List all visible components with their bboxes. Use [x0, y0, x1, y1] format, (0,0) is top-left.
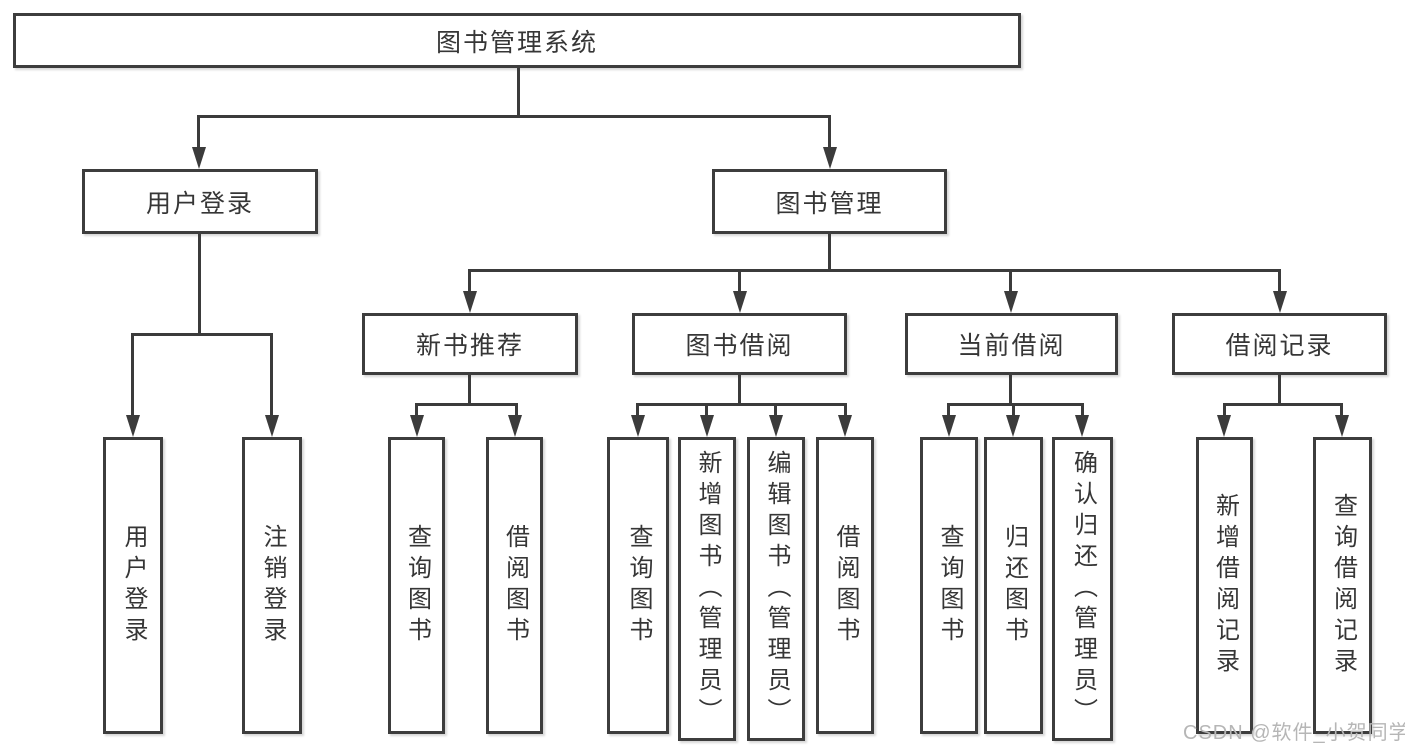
csdn-watermark: CSDN @软件_小贺同学 [1183, 722, 1405, 744]
connector-bookmgmt-drop2 [738, 269, 741, 293]
connector-current-stem [1009, 375, 1012, 406]
node-root-label: 图书管理系统 [435, 28, 598, 57]
leaf-add-borrow-record-label: 新增借阅记录 [1211, 492, 1239, 679]
connector-current-drop3 [1081, 403, 1084, 419]
connector-current-drop2 [1012, 403, 1015, 419]
leaf-confirm-return-admin-label: 确认归还（管理员） [1069, 449, 1097, 729]
connector-borrow-drop2 [705, 403, 708, 419]
arrowhead-return-book [1006, 415, 1020, 437]
leaf-add-book-admin: 新增图书（管理员） [678, 437, 736, 741]
connector-bookmgmt-drop4 [1278, 269, 1281, 293]
node-new-book-recommend: 新书推荐 [362, 313, 578, 375]
leaf-query-book-newrec: 查询图书 [388, 437, 445, 734]
leaf-query-book-current: 查询图书 [920, 437, 978, 734]
leaf-borrow-book-label: 借阅图书 [832, 523, 859, 648]
leaf-borrow-book: 借阅图书 [816, 437, 874, 734]
leaf-user-login: 用户登录 [103, 437, 163, 734]
node-user-login: 用户登录 [82, 169, 318, 234]
connector-borrow-stem [738, 375, 741, 406]
arrowhead-add-book-admin [700, 415, 714, 437]
node-book-management: 图书管理 [712, 169, 947, 234]
leaf-return-book-label: 归还图书 [1000, 523, 1028, 648]
arrowhead-book-borrow [733, 291, 747, 313]
arrowhead-query-book-newrec [410, 415, 424, 437]
leaf-query-book-borrow-label: 查询图书 [625, 523, 652, 648]
leaf-query-borrow-record: 查询借阅记录 [1313, 437, 1372, 734]
leaf-borrow-book-newrec: 借阅图书 [486, 437, 543, 734]
arrowhead-borrow-record [1273, 291, 1287, 313]
node-new-book-recommend-label: 新书推荐 [415, 332, 524, 360]
node-book-management-label: 图书管理 [775, 189, 884, 218]
arrowhead-borrow-book [838, 415, 852, 437]
connector-record-bar [1223, 403, 1343, 406]
leaf-add-book-admin-label: 新增图书（管理员） [694, 449, 721, 729]
leaf-edit-book-admin-label: 编辑图书（管理员） [763, 449, 790, 729]
connector-root-drop-right [828, 115, 831, 150]
arrowhead-current-borrow [1004, 291, 1018, 313]
leaf-add-borrow-record: 新增借阅记录 [1196, 437, 1253, 734]
arrowhead-new-book-recommend [463, 291, 477, 313]
connector-root-drop-left [197, 115, 200, 150]
arrowhead-query-borrow-record [1335, 415, 1349, 437]
connector-record-drop2 [1340, 403, 1343, 419]
connector-record-stem [1278, 375, 1281, 406]
connector-root-bar [197, 115, 831, 118]
connector-newrec-bar [415, 403, 518, 406]
connector-bookmgmt-drop1 [468, 269, 471, 293]
connector-root-stem [517, 68, 520, 118]
connector-bookmgmt-drop3 [1009, 269, 1012, 293]
leaf-user-login-label: 用户登录 [120, 523, 147, 648]
leaf-query-book-borrow: 查询图书 [607, 437, 669, 734]
connector-current-bar [947, 403, 1084, 406]
leaf-query-book-current-label: 查询图书 [936, 523, 963, 648]
connector-current-drop1 [947, 403, 950, 419]
connector-record-drop1 [1223, 403, 1226, 419]
node-borrow-record: 借阅记录 [1172, 313, 1387, 375]
leaf-return-book: 归还图书 [984, 437, 1043, 734]
connector-userlogin-drop2 [270, 333, 273, 418]
node-current-borrow-label: 当前借阅 [957, 332, 1066, 360]
connector-newrec-stem [468, 375, 471, 406]
arrowhead-user-login [192, 147, 206, 169]
connector-borrow-bar [636, 403, 847, 406]
connector-borrow-drop1 [636, 403, 639, 419]
arrowhead-edit-book-admin [769, 415, 783, 437]
arrowhead-query-book-borrow [631, 415, 645, 437]
arrowhead-leaf-user-login [126, 415, 140, 437]
connector-borrow-drop4 [844, 403, 847, 419]
node-book-borrow: 图书借阅 [632, 313, 847, 375]
leaf-logout: 注销登录 [242, 437, 302, 734]
connector-bookmgmt-bar [468, 269, 1281, 272]
arrowhead-confirm-return-admin [1075, 415, 1089, 437]
node-borrow-record-label: 借阅记录 [1225, 332, 1334, 360]
leaf-query-book-newrec-label: 查询图书 [403, 523, 431, 648]
connector-borrow-drop3 [774, 403, 777, 419]
connector-newrec-drop1 [415, 403, 418, 419]
arrowhead-book-management [823, 147, 837, 169]
arrowhead-query-book-current [942, 415, 956, 437]
arrowhead-add-borrow-record [1217, 415, 1231, 437]
arrowhead-leaf-logout [265, 415, 279, 437]
connector-userlogin-drop1 [131, 333, 134, 418]
node-root: 图书管理系统 [13, 13, 1021, 68]
leaf-borrow-book-newrec-label: 借阅图书 [501, 523, 529, 648]
leaf-logout-label: 注销登录 [259, 523, 286, 648]
connector-userlogin-stem [198, 234, 201, 336]
node-book-borrow-label: 图书借阅 [685, 332, 794, 360]
connector-newrec-drop2 [515, 403, 518, 419]
connector-bookmgmt-stem [828, 234, 831, 272]
node-current-borrow: 当前借阅 [905, 313, 1118, 375]
leaf-confirm-return-admin: 确认归还（管理员） [1052, 437, 1113, 741]
connector-userlogin-bar [131, 333, 273, 336]
arrowhead-borrow-book-newrec [508, 415, 522, 437]
node-user-login-label: 用户登录 [145, 189, 254, 218]
leaf-edit-book-admin: 编辑图书（管理员） [747, 437, 805, 741]
leaf-query-borrow-record-label: 查询借阅记录 [1329, 492, 1357, 679]
